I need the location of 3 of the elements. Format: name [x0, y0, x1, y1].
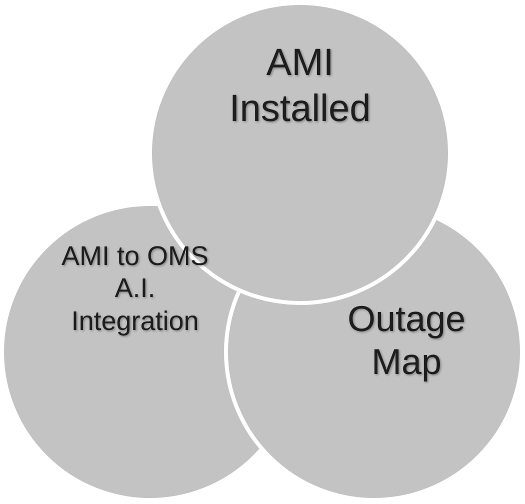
circle-label: AMI to OMS A.I. Integration: [60, 240, 210, 338]
circle-label: AMI Installed: [228, 41, 372, 132]
circle-label: Outage Map: [346, 297, 467, 384]
